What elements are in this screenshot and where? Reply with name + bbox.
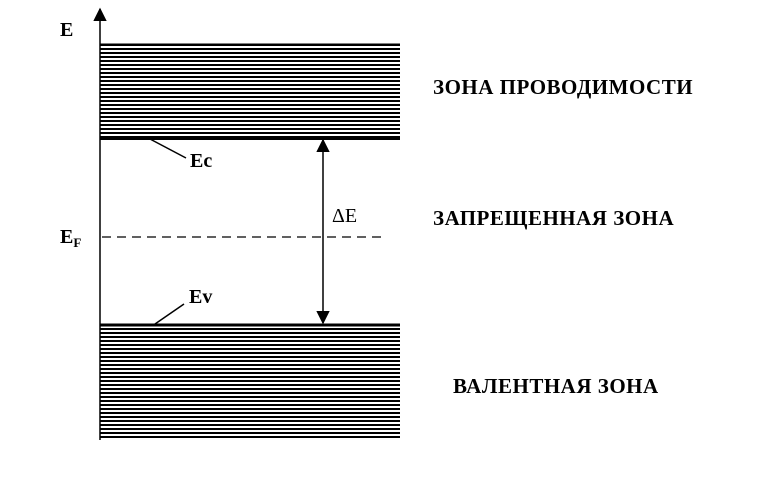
- conduction-zone-title: ЗОНА ПРОВОДИМОСТИ: [433, 75, 693, 99]
- ec-label: Ec: [190, 150, 212, 172]
- conduction-band: [100, 44, 400, 140]
- ev-leader-line: [154, 303, 185, 325]
- forbidden-zone-title: ЗАПРЕЩЕННАЯ ЗОНА: [433, 206, 674, 230]
- band-gap-label: ΔE: [332, 205, 357, 227]
- valence-zone-title: ВАЛЕНТНАЯ ЗОНА: [453, 374, 659, 398]
- energy-axis-label: E: [60, 19, 73, 41]
- fermi-level-base: E: [60, 226, 73, 248]
- valence-band: [100, 324, 400, 438]
- ev-label: Ev: [189, 286, 212, 308]
- fermi-level-label: EF: [60, 226, 81, 250]
- ec-leader-line: [149, 138, 187, 159]
- fermi-level-subscript: F: [73, 235, 81, 250]
